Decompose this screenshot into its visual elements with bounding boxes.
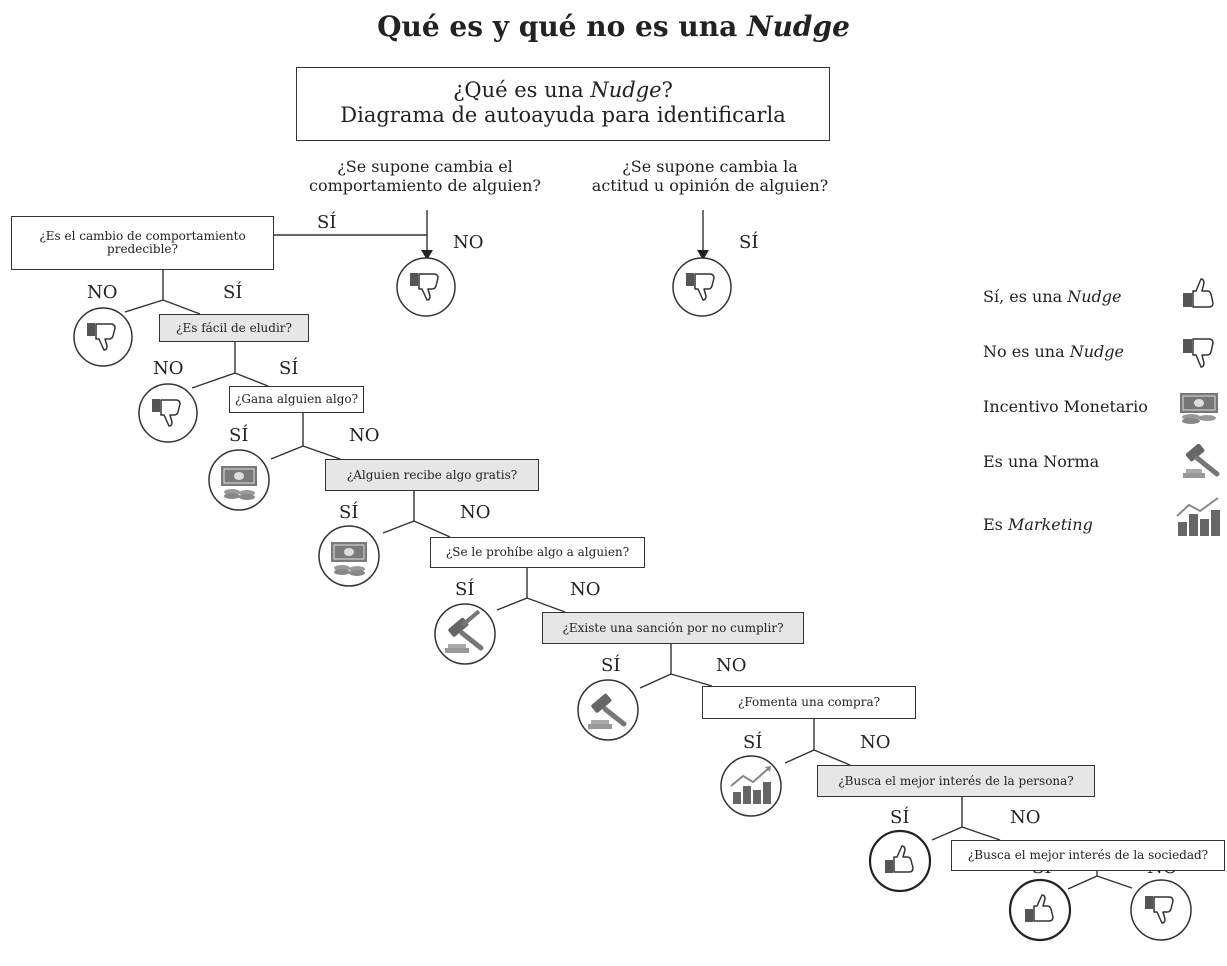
answer-yes: SÍ: [455, 579, 475, 600]
gavel-icon: [577, 679, 639, 741]
answer-yes: SÍ: [317, 212, 337, 233]
answer-no: NO: [570, 579, 601, 600]
question-easy-avoid: ¿Es fácil de eludir?: [159, 314, 309, 342]
answer-yes: SÍ: [223, 282, 243, 303]
page-title: Qué es y qué no es una Nudge: [377, 10, 850, 43]
answer-yes: SÍ: [890, 807, 910, 828]
thumbs-down-icon: [73, 307, 133, 367]
thumbs-down-icon: [1130, 879, 1192, 941]
question-society-interest: ¿Busca el mejor interés de la sociedad?: [951, 840, 1225, 871]
answer-yes: SÍ: [743, 732, 763, 753]
answer-yes: SÍ: [339, 502, 359, 523]
question-predictable: ¿Es el cambio de comportamiento predecib…: [11, 216, 274, 270]
answer-yes: SÍ: [601, 655, 621, 676]
legend-marketing-label: Es Marketing: [983, 515, 1093, 534]
chart-icon: [1176, 497, 1220, 536]
answer-yes: SÍ: [229, 425, 249, 446]
gavel-icon: [434, 603, 496, 665]
answer-no: NO: [453, 232, 484, 253]
legend-not-nudge-label: No es una Nudge: [983, 342, 1124, 361]
thumbs-up-icon: [1183, 278, 1214, 308]
answer-no: NO: [460, 502, 491, 523]
legend-nudge-label: Sí, es una Nudge: [983, 287, 1122, 306]
question-free: ¿Alguien recibe algo gratis?: [325, 459, 539, 491]
answer-yes: SÍ: [739, 232, 759, 253]
gavel-icon: [1183, 444, 1220, 478]
thumbs-up-icon: [868, 829, 932, 893]
question-sanction: ¿Existe una sanción por no cumplir?: [542, 612, 804, 644]
answer-yes: SÍ: [279, 358, 299, 379]
diagram-header-box: ¿Qué es una Nudge? Diagrama de autoayuda…: [296, 67, 830, 141]
legend-rule-label: Es una Norma: [983, 452, 1100, 471]
answer-no: NO: [716, 655, 747, 676]
thumbs-up-icon: [1008, 878, 1072, 942]
answer-no: NO: [1010, 807, 1041, 828]
answer-no: NO: [349, 425, 380, 446]
legend-money-label: Incentivo Monetario: [983, 397, 1148, 416]
thumbs-down-icon: [396, 257, 456, 317]
money-icon: [1180, 393, 1218, 424]
money-icon: [208, 449, 270, 511]
answer-no: NO: [153, 358, 184, 379]
money-icon: [318, 525, 380, 587]
question-purchase: ¿Fomenta una compra?: [702, 686, 916, 719]
thumbs-down-icon: [138, 383, 198, 443]
thumbs-down-icon: [1183, 338, 1214, 368]
thumbs-down-icon: [672, 257, 732, 317]
question-prohibit: ¿Se le prohíbe algo a alguien?: [430, 537, 645, 568]
chart-icon: [720, 755, 782, 817]
answer-no: NO: [87, 282, 118, 303]
behavior-question: ¿Se supone cambia el comportamiento de a…: [309, 157, 541, 195]
question-gain: ¿Gana alguien algo?: [229, 386, 364, 413]
question-person-interest: ¿Busca el mejor interés de la persona?: [817, 765, 1095, 797]
attitude-question: ¿Se supone cambia la actitud u opinión d…: [591, 157, 829, 195]
answer-no: NO: [860, 732, 891, 753]
